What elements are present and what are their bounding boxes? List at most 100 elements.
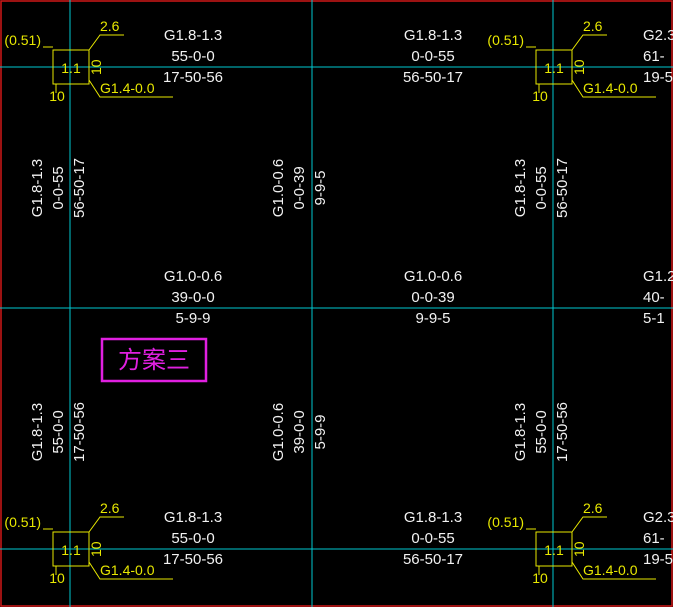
beam-text-line: G1.8-1.3 xyxy=(404,509,462,526)
column-dim-right: 10 xyxy=(571,541,587,557)
column-dim-bottom: 10 xyxy=(532,88,548,104)
column-ratio-label: (0.51) xyxy=(487,514,524,530)
scheme-title: 方案三 xyxy=(118,346,190,374)
beam-text-line: 0-0-55 xyxy=(411,48,454,65)
beam-text-line: G1.8-1.3 xyxy=(29,159,46,217)
beam-text-line: 39-0-0 xyxy=(291,410,308,453)
column-dim-bottom: 10 xyxy=(532,570,548,586)
column-size: 1.1 xyxy=(544,60,564,76)
rebar-leader xyxy=(88,561,173,580)
beam-text-line: 61- xyxy=(643,48,665,65)
column-outline xyxy=(535,49,573,85)
beam-text-line: G1.0-0.6 xyxy=(270,403,287,461)
beam-text-line: G1.0-0.6 xyxy=(164,268,222,285)
dim-leader-top xyxy=(88,34,124,51)
column-rebar: G1.4-0.0 xyxy=(583,80,638,96)
beam-text-line: 19-5 xyxy=(643,551,673,568)
beam-text-line: G1.8-1.3 xyxy=(164,27,222,44)
beam-text-line: 0-0-55 xyxy=(533,166,550,209)
column-dim-right: 10 xyxy=(571,59,587,75)
beam-text-line: 17-50-56 xyxy=(71,402,88,462)
beam-label-h-bot-right: G2.3 61- 19-5 xyxy=(643,509,673,568)
column-dim-top: 2.6 xyxy=(583,18,603,34)
beam-text-line: 39-0-0 xyxy=(171,289,214,306)
beam-text-line: 5-1 xyxy=(643,310,665,327)
column-outline xyxy=(52,531,90,567)
beam-text-line: 0-0-55 xyxy=(50,166,67,209)
beam-label-h-mid-left: G1.0-0.6 39-0-0 5-9-9 xyxy=(164,268,222,327)
beam-label-h-mid-mid: G1.0-0.6 0-0-39 9-9-5 xyxy=(404,268,462,327)
column-dim-right: 10 xyxy=(88,541,104,557)
column-dim-bottom: 10 xyxy=(49,88,65,104)
beam-label-h-bot-left: G1.8-1.355-0-017-50-56 xyxy=(163,509,223,568)
beam-text-line: 9-9-5 xyxy=(312,170,329,205)
column-rebar: G1.4-0.0 xyxy=(583,562,638,578)
beam-text-line: 56-50-17 xyxy=(554,158,571,218)
beam-text-line: G1.8-1.3 xyxy=(512,159,529,217)
column-rebar: G1.4-0.0 xyxy=(100,562,155,578)
column-dim-right: 10 xyxy=(88,59,104,75)
beam-text-line: 56-50-17 xyxy=(403,551,463,568)
beam-text-line: 56-50-17 xyxy=(403,69,463,86)
dim-leader-top xyxy=(571,516,607,533)
beam-text-line: G1.2 xyxy=(643,268,673,285)
beam-label-h-mid-right: G1.2 40- 5-1 xyxy=(643,268,673,327)
rebar-leader xyxy=(571,561,656,580)
dim-leader-top xyxy=(571,34,607,51)
column-dim-top: 2.6 xyxy=(100,18,120,34)
beam-text-line: 56-50-17 xyxy=(71,158,88,218)
beam-label-h-top-right: G2.3 61- 19-5 xyxy=(643,27,673,86)
beam-text-line: 5-9-9 xyxy=(312,414,329,449)
dim-leader-top xyxy=(88,516,124,533)
rebar-leader xyxy=(571,79,656,98)
beam-text-line: 5-9-9 xyxy=(175,310,210,327)
column-ratio-label: (0.51) xyxy=(4,32,41,48)
beam-text-line: 40- xyxy=(643,289,665,306)
beam-text-line: 0-0-55 xyxy=(411,530,454,547)
column-outline xyxy=(52,49,90,85)
beam-text-line: 9-9-5 xyxy=(415,310,450,327)
beam-text-line: 61- xyxy=(643,530,665,547)
beam-label-h-bot-mid: G1.8-1.3 0-0-55 56-50-17 xyxy=(403,509,463,568)
beam-text-line: 0-0-39 xyxy=(411,289,454,306)
beam-text-line: 19-5 xyxy=(643,69,673,86)
scheme-title-frame xyxy=(100,337,208,383)
beam-text-line: 55-0-0 xyxy=(171,48,214,65)
beam-label-h-top-left: G1.8-1.3 55-0-0 17-50-56 xyxy=(163,27,223,86)
beam-text-line: G2.3 xyxy=(643,509,673,526)
column-size: 1.1 xyxy=(61,60,81,76)
beam-text-line: G1.8-1.3 xyxy=(512,403,529,461)
beam-annotations: G1.8-1.355-0-017-50-56G1.8-1.30-0-5556-5… xyxy=(29,27,673,568)
column-outline xyxy=(535,531,573,567)
beam-text-line: 55-0-0 xyxy=(533,410,550,453)
rebar-leader xyxy=(88,79,173,98)
beam-text-line: 55-0-0 xyxy=(171,530,214,547)
beam-text-line: 17-50-56 xyxy=(163,551,223,568)
column-dim-bottom: 10 xyxy=(49,570,65,586)
beam-text-line: 17-50-56 xyxy=(163,69,223,86)
column-ratio-label: (0.51) xyxy=(487,32,524,48)
beam-text-line: G2.3 xyxy=(643,27,673,44)
beam-text-line: G1.0-0.6 xyxy=(270,159,287,217)
beam-text-line: 17-50-56 xyxy=(554,402,571,462)
column-ratio-label: (0.51) xyxy=(4,514,41,530)
beam-text-line: G1.0-0.6 xyxy=(404,268,462,285)
column-size: 1.1 xyxy=(544,542,564,558)
column-dim-top: 2.6 xyxy=(100,500,120,516)
column-dim-top: 2.6 xyxy=(583,500,603,516)
